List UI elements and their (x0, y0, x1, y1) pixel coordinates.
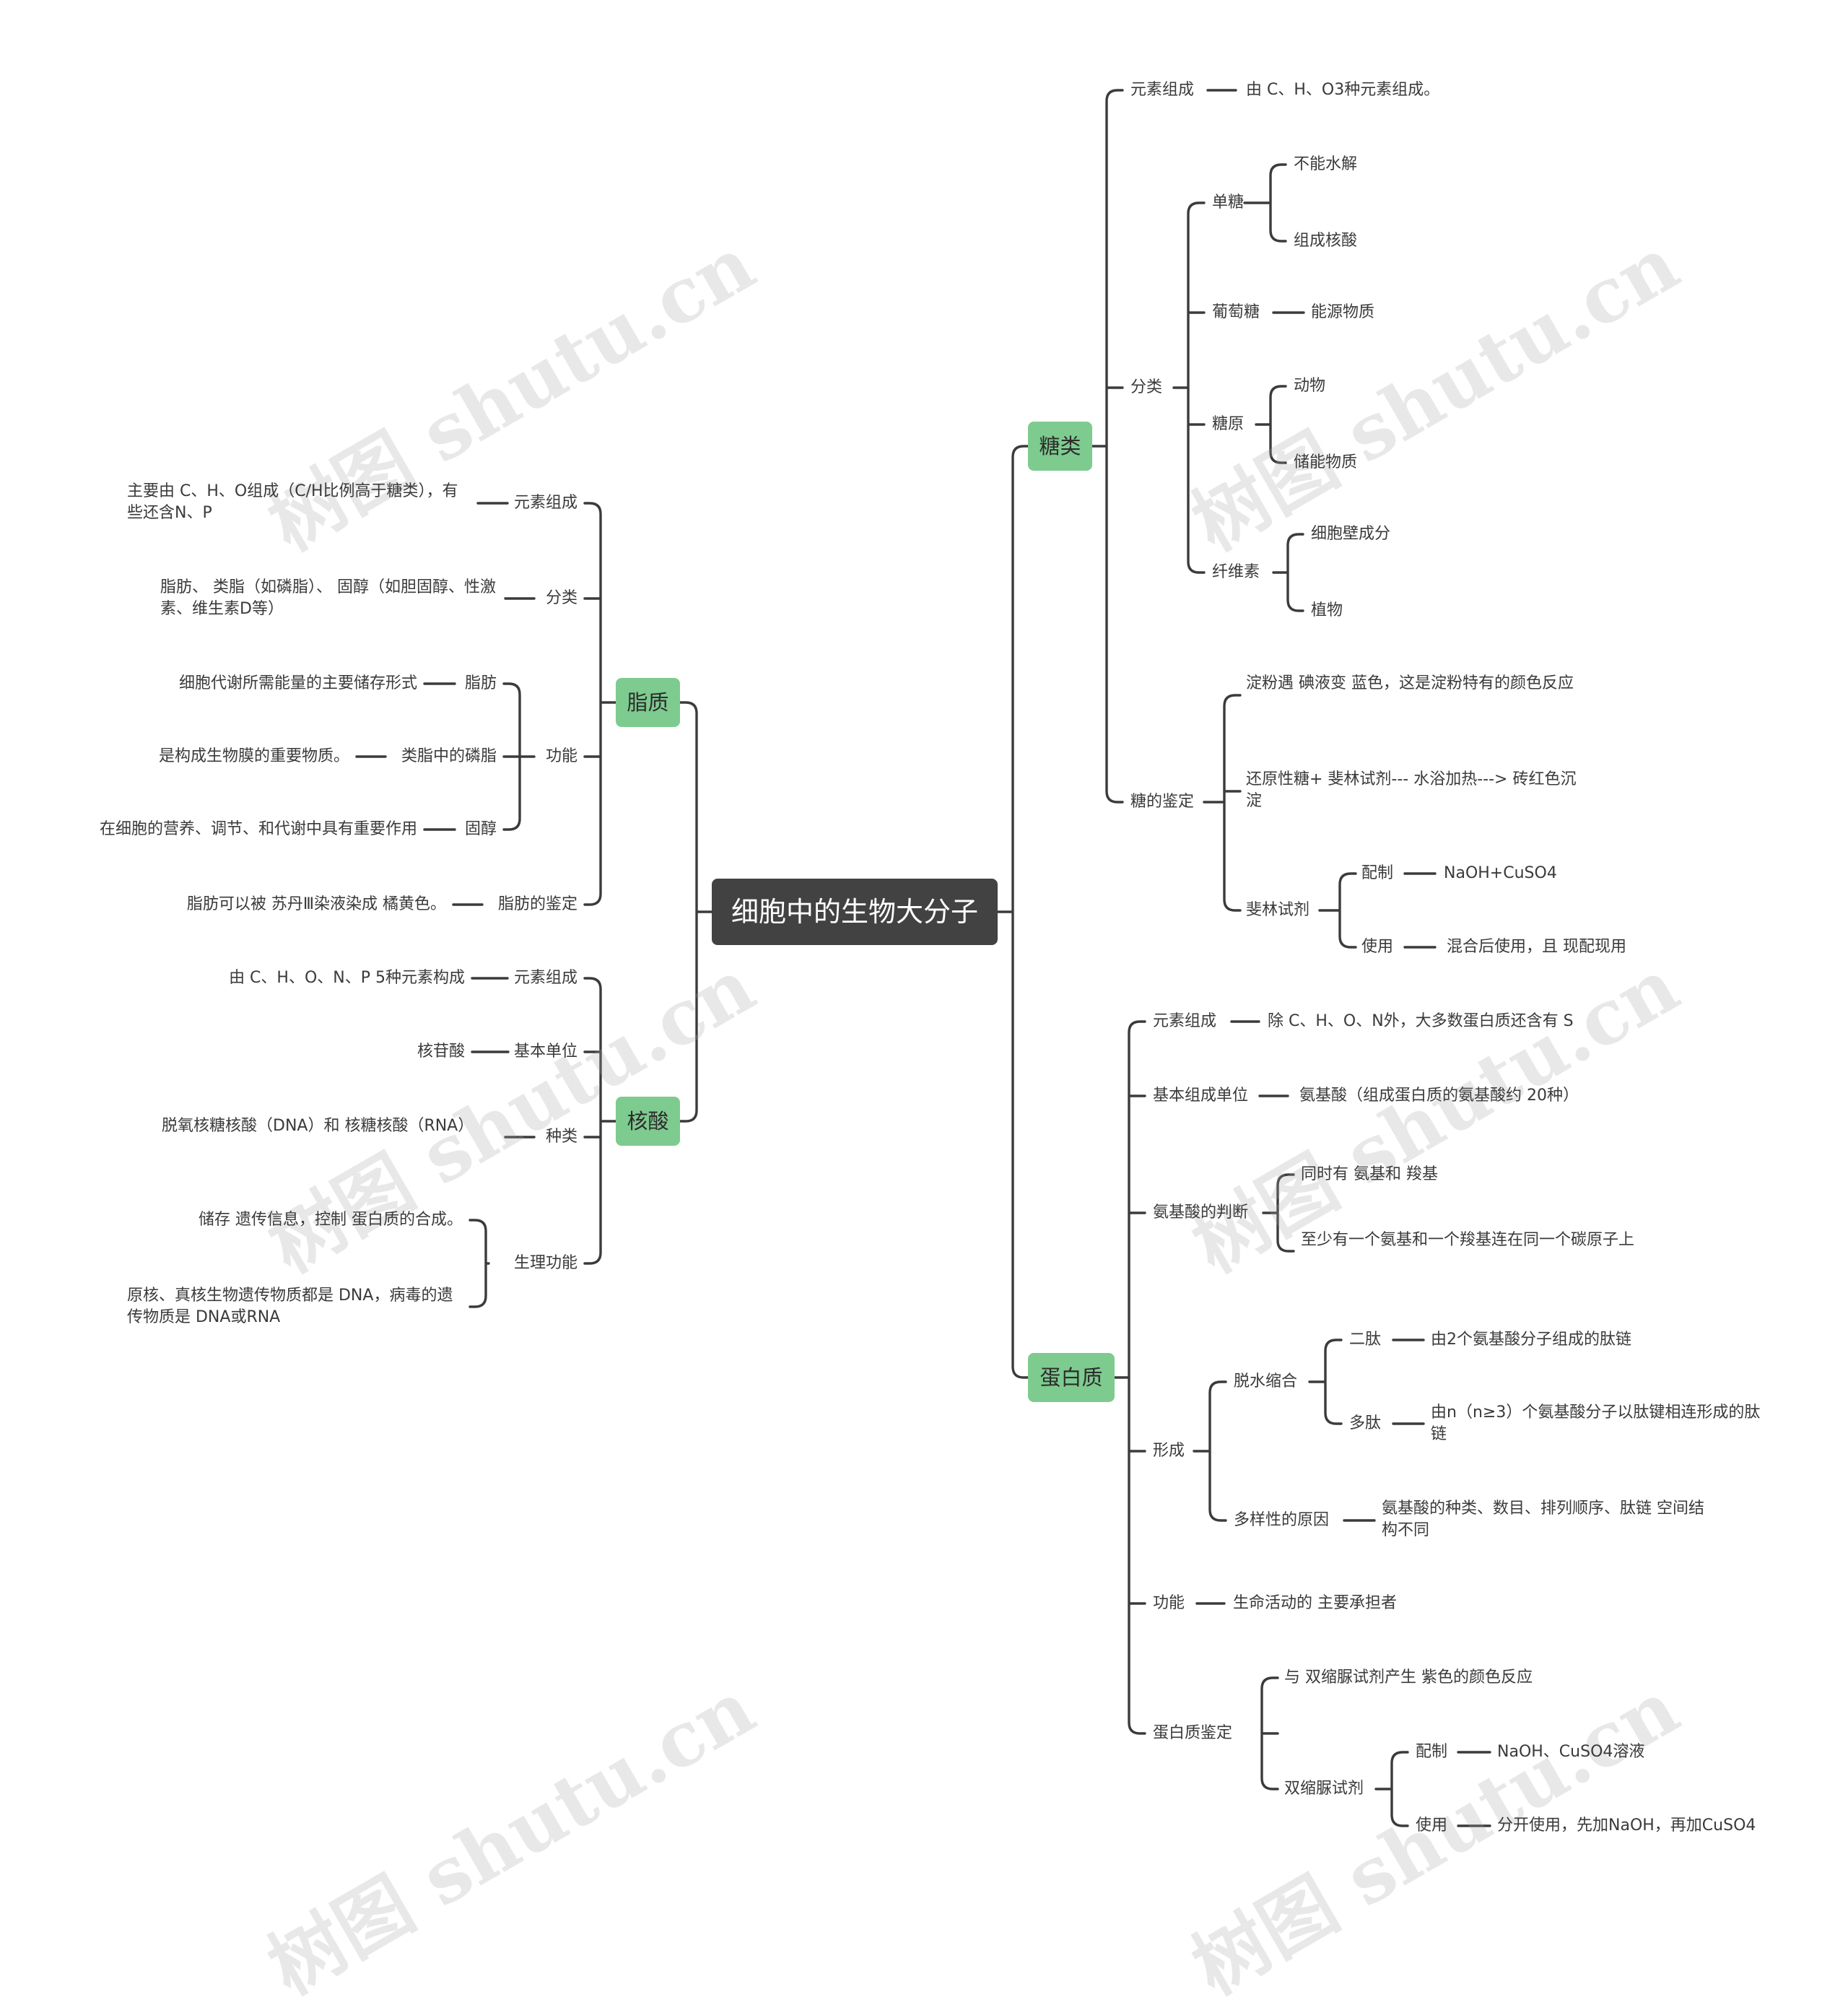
cellulose-label[interactable]: 纤维素 (1212, 563, 1260, 581)
sterol-value[interactable]: 在细胞的营养、调节、和代谢中具有重要作用 (99, 820, 417, 838)
sugar-category-label[interactable]: 分类 (1130, 378, 1163, 396)
sugar-identify-label[interactable]: 糖的鉴定 (1130, 793, 1195, 811)
cellulose-item[interactable]: 植物 (1311, 601, 1343, 619)
fehling-label[interactable]: 斐林试剂 (1246, 901, 1310, 919)
protein-unit-label[interactable]: 基本组成单位 (1153, 1087, 1249, 1105)
glycogen-item[interactable]: 动物 (1294, 377, 1326, 395)
lipid-element-label[interactable]: 元素组成 (513, 494, 578, 512)
formation-label[interactable]: 形成 (1153, 1442, 1185, 1460)
sugar-element-label[interactable]: 元素组成 (1130, 81, 1195, 99)
nucleic-function-item[interactable]: 储存 遗传信息，控制 蛋白质的合成。 (199, 1211, 463, 1229)
node-sugar[interactable]: 糖类 (1028, 422, 1092, 471)
glycogen-label[interactable]: 糖原 (1212, 415, 1245, 433)
biuret-prep-value[interactable]: NaOH、CuSO4溶液 (1497, 1743, 1645, 1761)
nucleic-kinds-label[interactable]: 种类 (545, 1128, 578, 1146)
dipeptide-label[interactable]: 二肽 (1349, 1331, 1382, 1349)
nucleic-element-value[interactable]: 由 C、H、O、N、P 5种元素构成 (229, 969, 465, 987)
diversity-value[interactable]: 氨基酸的种类、数目、排列顺序、肽链 空间结构不同 (1382, 1500, 1704, 1539)
protein-identify-label[interactable]: 蛋白质鉴定 (1153, 1724, 1233, 1742)
fehling-use-value[interactable]: 混合后使用，且 现配现用 (1447, 938, 1626, 956)
lipid-category-label[interactable]: 分类 (545, 589, 578, 607)
mono-item[interactable]: 组成核酸 (1294, 232, 1358, 250)
nucleic-kinds-value[interactable]: 脱氧核糖核酸（DNA）和 核糖核酸（RNA） (162, 1117, 474, 1135)
mono-item[interactable]: 不能水解 (1294, 155, 1358, 173)
fat-label[interactable]: 脂肪 (464, 674, 497, 692)
protein-function-label[interactable]: 功能 (1153, 1594, 1185, 1612)
dipeptide-value[interactable]: 由2个氨基酸分子组成的肽链 (1431, 1331, 1631, 1349)
fehling-prep-label[interactable]: 配制 (1361, 864, 1394, 882)
protein-element-value[interactable]: 除 C、H、O、N外，大多数蛋白质还含有 S (1268, 1012, 1574, 1030)
reducing-sugar-test[interactable]: 还原性糖+ 斐林试剂--- 水浴加热---> 砖红色沉淀 (1246, 770, 1577, 810)
nucleic-function-item[interactable]: 原核、真核生物遗传物质都是 DNA，病毒的遗传物质是 DNA或RNA (127, 1287, 453, 1326)
protein-unit-value[interactable]: 氨基酸（组成蛋白质的氨基酸约 20种） (1299, 1087, 1579, 1105)
amino-judge-item[interactable]: 至少有一个氨基和一个羧基连在同一个碳原子上 (1301, 1231, 1635, 1249)
nucleic-unit-value[interactable]: 核苷酸 (417, 1043, 465, 1061)
amino-judge-item[interactable]: 同时有 氨基和 羧基 (1301, 1165, 1438, 1183)
biuret-use-value[interactable]: 分开使用，先加NaOH，再加CuSO4 (1497, 1816, 1756, 1835)
biuret-prep-label[interactable]: 配制 (1416, 1743, 1448, 1761)
sugar-element-value[interactable]: 由 C、H、O3种元素组成。 (1246, 81, 1440, 99)
fehling-use-label[interactable]: 使用 (1361, 938, 1394, 956)
root-node[interactable]: 细胞中的生物大分子 (712, 879, 998, 945)
lipid-element-value[interactable]: 主要由 C、H、O组成（C/H比例高于糖类），有些还含N、P (127, 482, 458, 522)
diversity-label[interactable]: 多样性的原因 (1234, 1511, 1330, 1529)
node-protein[interactable]: 蛋白质 (1028, 1353, 1115, 1402)
mono-label[interactable]: 单糖 (1212, 193, 1245, 212)
protein-element-label[interactable]: 元素组成 (1153, 1012, 1217, 1030)
biuret-label[interactable]: 双缩脲试剂 (1284, 1780, 1364, 1798)
biuret-use-label[interactable]: 使用 (1416, 1816, 1448, 1835)
polypeptide-value[interactable]: 由n（n≥3）个氨基酸分子以肽键相连形成的肽链 (1431, 1403, 1761, 1443)
fat-identify-value[interactable]: 脂肪可以被 苏丹Ⅲ染液染成 橘黄色。 (186, 895, 446, 913)
protein-function-value[interactable]: 生命活动的 主要承担者 (1233, 1594, 1397, 1612)
sterol-label[interactable]: 固醇 (464, 820, 497, 838)
node-lipid[interactable]: 脂质 (616, 678, 680, 727)
node-nucleic[interactable]: 核酸 (616, 1097, 680, 1146)
nucleic-unit-label[interactable]: 基本单位 (513, 1043, 578, 1061)
mind-map: 树图 shutu.cn 树图 shutu.cn 树图 shutu.cn 树图 s… (99, 81, 1761, 2011)
connector-lines (355, 89, 1491, 1827)
glucose-value[interactable]: 能源物质 (1311, 303, 1375, 321)
amino-judge-label[interactable]: 氨基酸的判断 (1153, 1204, 1249, 1222)
nucleic-function-label[interactable]: 生理功能 (513, 1254, 578, 1272)
glucose-label[interactable]: 葡萄糖 (1212, 303, 1260, 321)
lipid-category-value[interactable]: 脂肪、 类脂（如磷脂）、 固醇（如胆固醇、性激素、维生素D等） (160, 578, 496, 618)
phospholipid-label[interactable]: 类脂中的磷脂 (401, 747, 497, 765)
biuret-reaction[interactable]: 与 双缩脲试剂产生 紫色的颜色反应 (1284, 1668, 1533, 1687)
phospholipid-value[interactable]: 是构成生物膜的重要物质。 (158, 747, 349, 765)
cellulose-item[interactable]: 细胞壁成分 (1311, 525, 1391, 543)
fehling-prep-value[interactable]: NaOH+CuSO4 (1444, 864, 1557, 882)
lipid-function-label[interactable]: 功能 (545, 747, 578, 765)
fat-identify-label[interactable]: 脂肪的鉴定 (497, 895, 578, 913)
glycogen-item[interactable]: 储能物质 (1294, 453, 1358, 471)
dehydration-label[interactable]: 脱水缩合 (1234, 1372, 1298, 1391)
polypeptide-label[interactable]: 多肽 (1349, 1414, 1382, 1432)
starch-test[interactable]: 淀粉遇 碘液变 蓝色，这是淀粉特有的颜色反应 (1246, 674, 1574, 692)
nucleic-element-label[interactable]: 元素组成 (513, 969, 578, 987)
fat-value[interactable]: 细胞代谢所需能量的主要储存形式 (178, 674, 417, 692)
